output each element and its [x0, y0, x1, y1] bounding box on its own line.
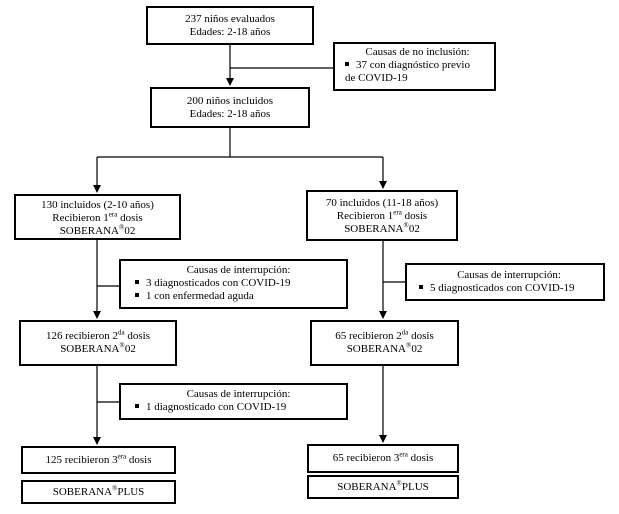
left-plus-box: SOBERANA®PLUS [21, 480, 176, 504]
left-interruption2-title: Causas de interrupción: [186, 388, 291, 400]
left-dose2-count: 126 recibieron 2da dosis [45, 328, 151, 342]
right-dose2-count: 65 recibieron 2da dosis [335, 328, 434, 342]
evaluated-box: 237 niños evaluados Edades: 2-18 años [146, 6, 314, 45]
left-dose2-vaccine: SOBERANA®02 [60, 341, 136, 355]
right-plus-box: SOBERANA®PLUS [307, 475, 459, 499]
no-inclusion-item: 37 con diagnóstico previo [345, 59, 490, 72]
included-ages: Edades: 2-18 años [189, 108, 271, 120]
right-dose3-box: 65 recibieron 3era dosis [307, 444, 459, 473]
left-dose3-count: 125 recibieron 3era dosis [45, 452, 152, 466]
evaluated-count: 237 niños evaluados [185, 13, 275, 25]
right-dose3-count: 65 recibieron 3era dosis [332, 450, 434, 464]
right-dose2-vaccine: SOBERANA®02 [346, 341, 423, 355]
no-inclusion-box: Causas de no inclusión: 37 con diagnósti… [333, 42, 496, 91]
bullet-icon [135, 293, 139, 298]
left-interruption1-item: 3 diagnosticados con COVID-19 [135, 277, 342, 290]
right-group-count: 70 incluidos (11-18 años) [325, 197, 439, 209]
left-group-box: 130 incluidos (2-10 años) Recibieron 1er… [14, 194, 181, 240]
left-plus-vaccine: SOBERANA®PLUS [52, 484, 145, 498]
no-inclusion-title: Causas de no inclusión: [365, 46, 470, 58]
left-dose3-box: 125 recibieron 3era dosis [21, 446, 176, 474]
left-interruption1-box: Causas de interrupción: 3 diagnosticados… [119, 259, 348, 309]
left-interruption1-item: 1 con enfermedad aguda [135, 290, 342, 303]
right-interruption1-box: Causas de interrupción: 5 diagnosticados… [405, 263, 605, 301]
right-plus-vaccine: SOBERANA®PLUS [337, 479, 429, 493]
evaluated-ages: Edades: 2-18 años [189, 26, 271, 38]
left-group-vaccine: SOBERANA®02 [59, 223, 136, 237]
left-dose2-box: 126 recibieron 2da dosis SOBERANA®02 [19, 320, 177, 366]
left-interruption2-box: Causas de interrupción: 1 diagnosticado … [119, 383, 348, 420]
left-group-count: 130 incluidos (2-10 años) [41, 199, 154, 211]
left-interruption2-item: 1 diagnosticado con COVID-19 [135, 401, 342, 414]
right-group-dose1: Recibieron 1era dosis [336, 208, 428, 222]
bullet-icon [345, 62, 349, 67]
included-box: 200 niños incluidos Edades: 2-18 años [150, 87, 310, 128]
left-interruption1-title: Causas de interrupción: [186, 264, 291, 276]
bullet-icon [135, 280, 139, 285]
left-group-dose1: Recibieron 1era dosis [52, 210, 143, 224]
included-count: 200 niños incluidos [186, 95, 274, 107]
right-dose2-box: 65 recibieron 2da dosis SOBERANA®02 [310, 320, 459, 366]
right-group-vaccine: SOBERANA®02 [344, 221, 420, 235]
bullet-icon [419, 285, 423, 290]
right-interruption1-item: 5 diagnosticados con COVID-19 [419, 282, 599, 295]
no-inclusion-item-cont: de COVID-19 [345, 72, 408, 84]
right-group-box: 70 incluidos (11-18 años) Recibieron 1er… [306, 190, 458, 241]
bullet-icon [135, 404, 139, 409]
right-interruption1-title: Causas de interrupción: [457, 269, 561, 281]
